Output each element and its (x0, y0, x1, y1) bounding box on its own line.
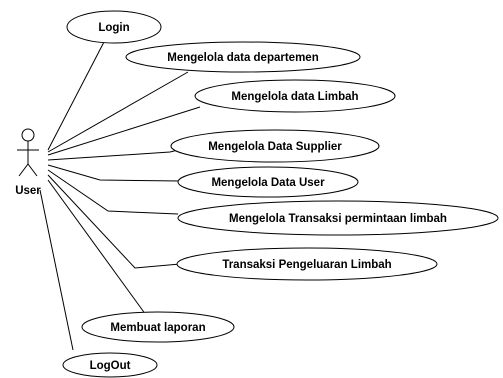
use-case-label: Mengelola data Limbah (231, 91, 358, 103)
actor-user: User (15, 128, 41, 197)
association-login (47, 39, 106, 151)
association-mengelola-data-supplier (47, 149, 179, 161)
use-case-mengelola-transaksi-permintaan-limbah: Mengelola Transaksi permintaan limbah (177, 200, 499, 236)
use-case-label: Mengelola Data Supplier (208, 141, 342, 153)
association-membuat-laporan (47, 179, 147, 316)
use-case-mengelola-data-user: Mengelola Data User (177, 166, 359, 198)
use-case-label: Membuat laporan (110, 322, 205, 334)
association-mengelola-data-user (47, 164, 181, 182)
use-case-transaksi-pengeluaran-limbah: Transaksi Pengeluaran Limbah (176, 247, 438, 281)
association-mengelola-data-departemen (47, 71, 189, 153)
association-mengelola-transaksi-permintaan-limbah (47, 169, 179, 215)
use-case-label: Login (98, 22, 129, 34)
use-case-label: Mengelola Data User (211, 177, 325, 189)
use-case-label: Mengelola Transaksi permintaan limbah (229, 213, 447, 225)
use-case-label: LogOut (90, 360, 131, 372)
association-mengelola-data-limbah (47, 106, 201, 156)
association-lines (39, 39, 201, 351)
actor-label: User (15, 185, 41, 197)
use-case-membuat-laporan: Membuat laporan (81, 311, 235, 343)
association-logout (39, 189, 74, 351)
use-case-mengelola-data-departemen: Mengelola data departemen (125, 41, 361, 73)
use-case-mengelola-data-supplier: Mengelola Data Supplier (170, 129, 380, 163)
association-transaksi-pengeluaran-limbah (47, 174, 181, 269)
use-case-label: Transaksi Pengeluaran Limbah (222, 259, 391, 271)
use-case-logout: LogOut (62, 352, 158, 378)
stick-figure-icon (17, 128, 39, 177)
use-case-label: Mengelola data departemen (167, 52, 318, 64)
use-case-mengelola-data-limbah: Mengelola data Limbah (194, 79, 396, 113)
use-case-login: Login (66, 10, 162, 44)
